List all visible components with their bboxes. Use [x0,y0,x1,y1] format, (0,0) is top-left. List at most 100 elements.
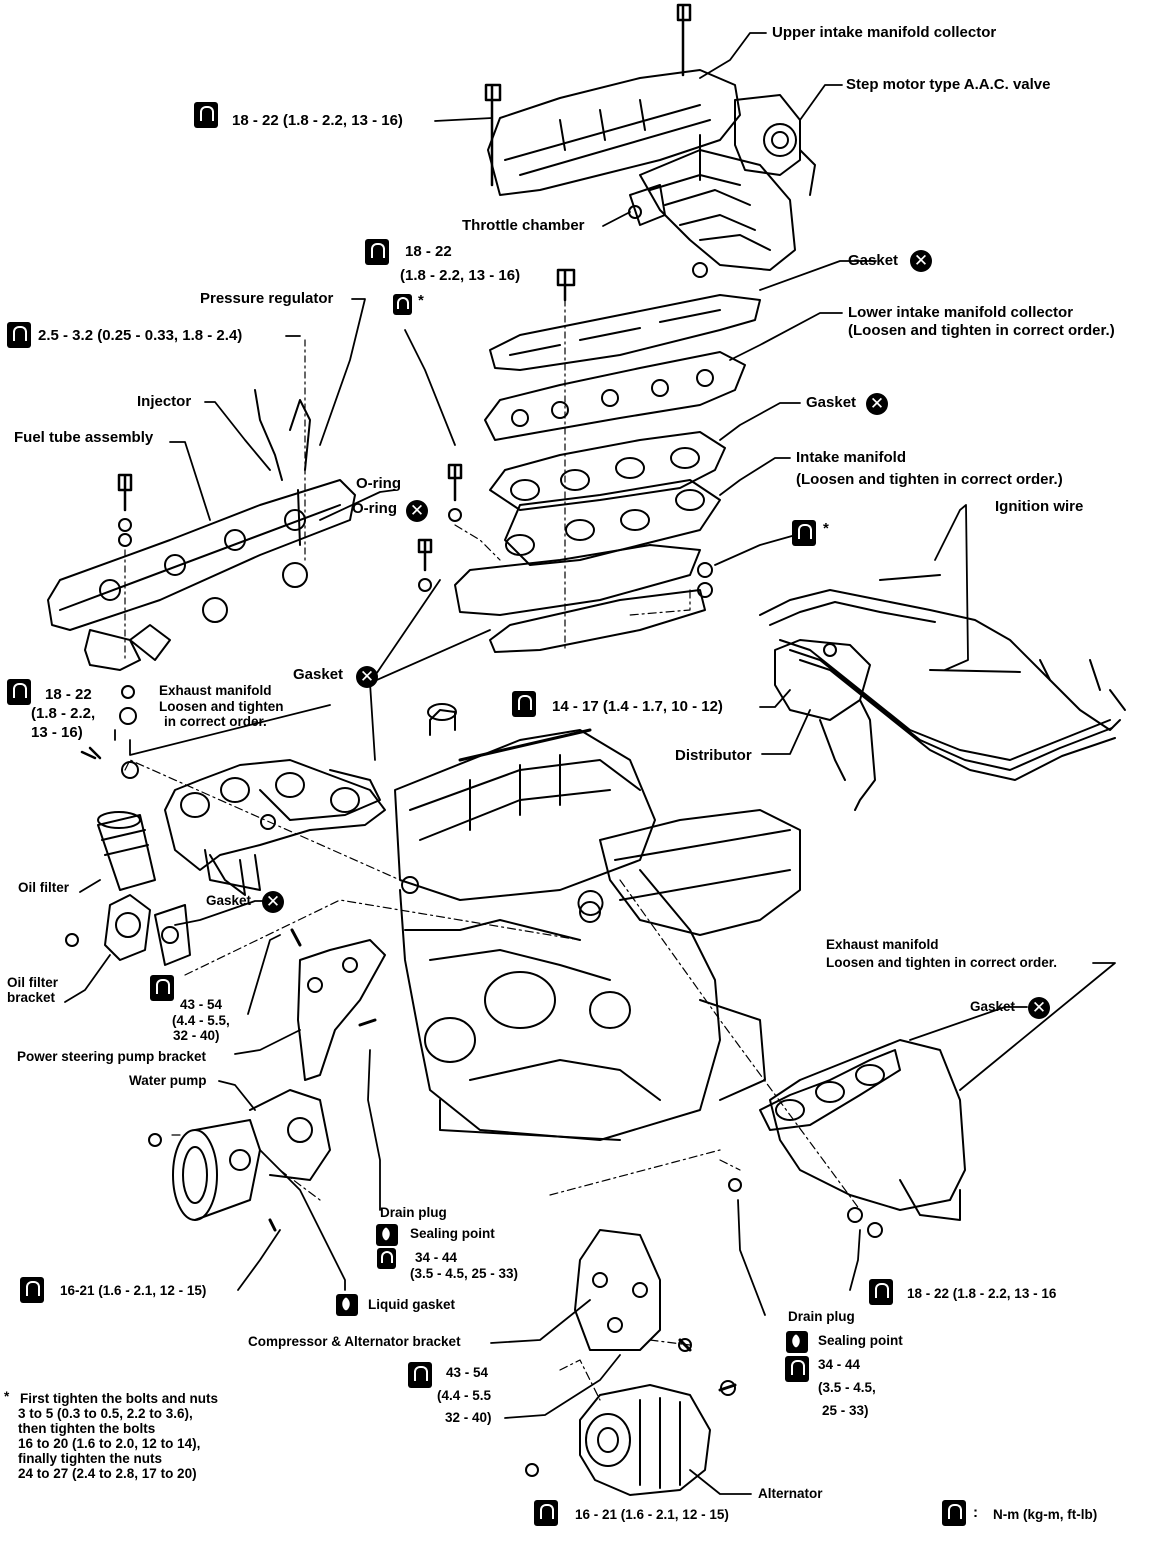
sealing-point-label: Sealing point [410,1226,495,1241]
lower-intake-line2: (Loosen and tighten in correct order.) [848,322,1115,339]
legend-colon: : [973,1504,978,1521]
sealing-point-label-2: Sealing point [818,1333,903,1348]
upper-intake-manifold-drawing [484,3,816,278]
alternator-label: Alternator [758,1486,823,1501]
torque-1822-a-line1: 18 - 22 [405,243,452,260]
footnote-line6: 24 to 27 (2.4 to 2.8, 17 to 20) [18,1466,197,1481]
leader-lines [64,32,1116,1495]
torque-icon [20,1277,44,1303]
liquid-gasket-label: Liquid gasket [368,1297,456,1312]
ignition-wire-label: Ignition wire [995,498,1084,515]
torque-icon [534,1500,558,1526]
oring-label-2: O-ring [352,500,397,517]
torque-3444-b-line1: 34 - 44 [818,1357,861,1372]
torque-4354-b-line2: (4.4 - 5.5 [437,1388,492,1403]
torque-icon [393,294,412,315]
water-pump-label: Water pump [129,1073,207,1088]
star-marker: * [823,520,829,537]
torque-4354-line1: 43 - 54 [180,997,223,1012]
torque-icon [785,1356,809,1382]
torque-4354-b-line3: 32 - 40) [445,1410,492,1425]
torque-3444-b-line3: 25 - 33) [822,1403,869,1418]
intake-manifold-line1: Intake manifold [796,449,907,466]
gasket-label: Gasket [806,394,857,411]
torque-fuel-label: 2.5 - 3.2 (0.25 - 0.33, 1.8 - 2.4) [38,327,243,344]
alignment-lines [124,524,861,1401]
oil-filter-bracket-line1: Oil filter [7,975,59,990]
footnote-line3: then tighten the bolts [18,1421,156,1436]
torque-4354-line3: 32 - 40) [173,1028,220,1043]
replace-icon: ✕ [406,500,428,522]
torque-alt-label: 16 - 21 (1.6 - 2.1, 12 - 15) [575,1507,729,1522]
torque-icon [365,239,389,265]
torque-icon [512,691,536,717]
water-pump-drawing [148,1089,331,1232]
torque-4354-b-line1: 43 - 54 [446,1365,489,1380]
intake-manifold-line2: (Loosen and tighten in correct order.) [796,471,1063,488]
liquid-gasket-icon [336,1294,358,1316]
torque-ex-line3: 13 - 16) [31,724,83,741]
ex-manifold-line1: Exhaust manifold [159,683,272,698]
torque-legend-icon [942,1500,966,1526]
torque-icon [7,679,31,705]
cylinder-block-drawing [394,703,801,1141]
fuel-tube-drawing [47,339,356,725]
alternator-drawing [525,1178,742,1496]
oil-filter-label: Oil filter [18,880,70,895]
oil-filter-drawing [65,811,191,966]
oil-filter-bracket-line2: bracket [7,990,56,1005]
replace-icon: ✕ [910,250,932,272]
distributor-label: Distributor [675,747,752,764]
torque-icon [194,102,218,128]
torque-icon [792,520,816,546]
legend-unit-label: N-m (kg-m, ft-lb) [993,1507,1098,1522]
pressure-regulator-label: Pressure regulator [200,290,334,307]
star-marker: * [418,292,424,309]
torque-3444-a-line2: (3.5 - 4.5, 25 - 33) [410,1266,519,1281]
sealing-point-icon [376,1224,398,1246]
torque-icon [408,1362,432,1388]
upper-intake-label: Upper intake manifold collector [772,24,997,41]
replace-icon: ✕ [866,393,888,415]
footnote-line2: 3 to 5 (0.3 to 0.5, 2.2 to 3.6), [18,1406,193,1421]
torque-3444-b-line2: (3.5 - 4.5, [818,1380,876,1395]
footnote-star: * [4,1389,10,1404]
footnote-line1: First tighten the bolts and nuts [20,1391,218,1406]
torque-4354-line2: (4.4 - 5.5, [172,1013,230,1028]
gasket-label: Gasket [206,893,252,908]
torque-icon [7,322,31,348]
drain-plug-label: Drain plug [380,1205,447,1220]
torque-ex-line2: (1.8 - 2.2, [31,705,96,722]
torque-upper-label: 18 - 22 (1.8 - 2.2, 13 - 16) [232,112,403,129]
torque-icon [150,975,174,1001]
throttle-chamber-label: Throttle chamber [462,217,585,234]
torque-wp-label: 16-21 (1.6 - 2.1, 12 - 15) [60,1283,207,1298]
gasket-label: Gasket [848,252,899,269]
footnote-line5: finally tighten the nuts [18,1451,162,1466]
gasket-label: Gasket [970,999,1016,1014]
replace-icon: ✕ [1028,997,1050,1019]
ex-right-line1: Exhaust manifold [826,937,939,952]
right-exhaust-manifold-drawing [759,1039,966,1238]
distributor-drawing [759,574,1126,811]
replace-icon: ✕ [262,891,284,913]
left-exhaust-manifold-drawing [80,746,386,896]
torque-3444-a-line1: 34 - 44 [415,1250,458,1265]
injector-label: Injector [137,393,192,410]
comp-alt-bracket-label: Compressor & Alternator bracket [248,1334,461,1349]
oring-label: O-ring [356,475,401,492]
gasket-label: Gasket [293,666,344,683]
ex-manifold-line3: in correct order. [164,714,267,729]
torque-ex-line1: 18 - 22 [45,686,92,703]
step-motor-label: Step motor type A.A.C. valve [846,76,1051,93]
torque-icon [869,1279,893,1305]
ex-manifold-line2: Loosen and tighten [159,699,284,714]
ex-right-line2: Loosen and tighten in correct order. [826,955,1058,970]
torque-icon [377,1248,396,1269]
torque-1822-a-line2: (1.8 - 2.2, 13 - 16) [400,267,521,284]
ps-bracket-label: Power steering pump bracket [17,1049,207,1064]
lower-intake-drawing [417,268,761,653]
replace-icon: ✕ [356,666,378,688]
